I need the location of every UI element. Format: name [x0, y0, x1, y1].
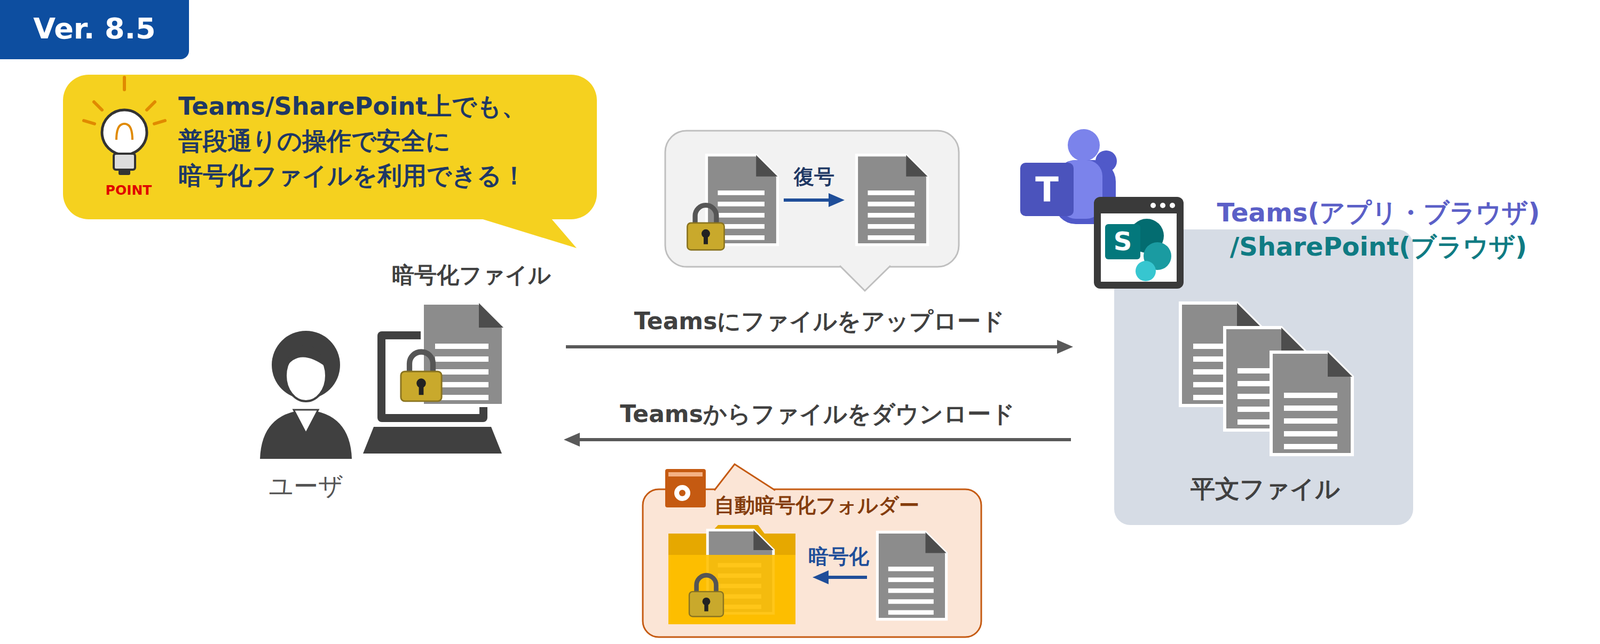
user-figure-part: [259, 410, 352, 460]
sharepoint-browser-icon-part: [1160, 202, 1166, 209]
decrypt-illustration: [687, 155, 928, 251]
callout-text: Teams/SharePoint上でも、 普段通りの操作で安全に 暗号化ファイル…: [178, 89, 585, 194]
teams-sharepoint-panel: Teams(アプリ・ブラウザ)/SharePoint(ブラウザ)平文ファイル: [1114, 229, 1414, 526]
lightbulb-icon-part: [122, 77, 126, 90]
gear-window-icon-part: [674, 485, 691, 502]
edge-label: Teamsからファイルをダウンロード: [619, 400, 1015, 429]
sharepoint-heading: /SharePoint(ブラウザ): [1230, 231, 1528, 263]
plain-file-stack: [1180, 303, 1353, 455]
sharepoint-browser-icon-part: [1100, 213, 1177, 282]
sharepoint-logo-letter: S: [1113, 226, 1133, 258]
decrypt-illustration-part: [783, 198, 834, 202]
flow-arrow: [574, 438, 1071, 442]
user-computer: 暗号化ファイル: [365, 262, 560, 460]
sharepoint-browser-icon-part: [1150, 202, 1156, 209]
computer-with-encrypted-file: [363, 303, 504, 454]
lightbulb-icon: [83, 77, 165, 176]
lightbulb-icon-part: [146, 101, 155, 110]
computer-with-encrypted-file-part: [400, 352, 442, 402]
point-badge: POINT: [105, 182, 153, 199]
plain-file-text: 平文ファイル: [1190, 474, 1341, 504]
teams-logo-letter: T: [1035, 169, 1059, 211]
auto-encrypt-illustration-part: [689, 575, 724, 617]
edge-label: Teamsにファイルをアップロード: [634, 307, 1006, 336]
lightbulb-icon-part: [83, 120, 95, 124]
lightbulb-icon-part: [116, 123, 133, 140]
encrypted-file-heading: 暗号化ファイル: [391, 262, 551, 289]
auto-encrypt-folder-outline: [642, 489, 982, 638]
flow-arrow: [565, 345, 1063, 349]
teams-logo-part: [1020, 162, 1074, 217]
auto-encrypt-illustration: [668, 525, 947, 625]
sharepoint-browser-icon: [1093, 196, 1184, 289]
gear-window-icon-part: [679, 490, 686, 497]
sharepoint-browser-icon-part: [1093, 196, 1184, 289]
user-figure: [259, 330, 352, 460]
lightbulb-icon-part: [113, 153, 136, 170]
lightbulb-icon-part: [101, 109, 147, 155]
point-callout-shape: [62, 74, 597, 249]
encrypt-text: 暗号化: [808, 545, 870, 570]
point-callout-tail: [479, 218, 577, 249]
computer-with-encrypted-file-part: [363, 427, 502, 454]
auto-encrypt-illustration-part: [823, 576, 868, 580]
decrypt-text: 復号: [793, 164, 835, 190]
gear-window-icon: [665, 469, 706, 508]
lightbulb-icon-part: [93, 101, 102, 110]
user-figure-part: [285, 344, 327, 369]
user-figure-part: [293, 410, 319, 434]
plain-file-stack-part: [1271, 352, 1353, 455]
point-callout-outline: [62, 74, 597, 220]
gear-window-icon-part: [668, 472, 703, 477]
sharepoint-browser-icon-part: [1169, 202, 1176, 209]
teams-logo-part: [1067, 129, 1100, 162]
point-callout: POINT Teams/SharePoint上でも、 普段通りの操作で安全に 暗号…: [62, 74, 597, 220]
lightbulb-icon-part: [154, 120, 165, 124]
decrypt-illustration-part: [856, 155, 928, 246]
version-text: Ver. 8.5: [33, 11, 156, 47]
auto-encrypt-folder-shape: [642, 464, 982, 638]
version-tab-shape: [0, 0, 189, 60]
decrypt-callout: 復号: [665, 130, 959, 267]
auto-encrypt-illustration-part: [668, 555, 796, 625]
sharepoint-browser-icon-part: [1135, 261, 1156, 282]
decrypt-illustration-part: [687, 205, 724, 251]
user-label: ユーザ: [268, 471, 344, 502]
gear-window-icon-part: [665, 469, 706, 508]
decrypt-callout-shape: [665, 130, 959, 291]
auto-encrypt-folder: 自動暗号化フォルダー暗号化: [642, 489, 982, 638]
auto-encrypt-illustration-part: [877, 532, 947, 620]
auto-encrypt-folder-tail: [714, 464, 776, 491]
auto-encrypt-illustration-part: [668, 525, 796, 625]
lightbulb-icon-part: [118, 169, 131, 176]
decrypt-callout-tail: [839, 265, 891, 291]
version-tab: Ver. 8.5: [0, 0, 189, 60]
sharepoint-browser-icon-part: [1105, 224, 1141, 260]
teams-heading: Teams(アプリ・ブラウザ): [1217, 197, 1541, 229]
folder-heading: 自動暗号化フォルダー: [714, 493, 920, 519]
version-tab-outline: [0, 0, 189, 60]
decrypt-callout-outline: [665, 130, 959, 267]
